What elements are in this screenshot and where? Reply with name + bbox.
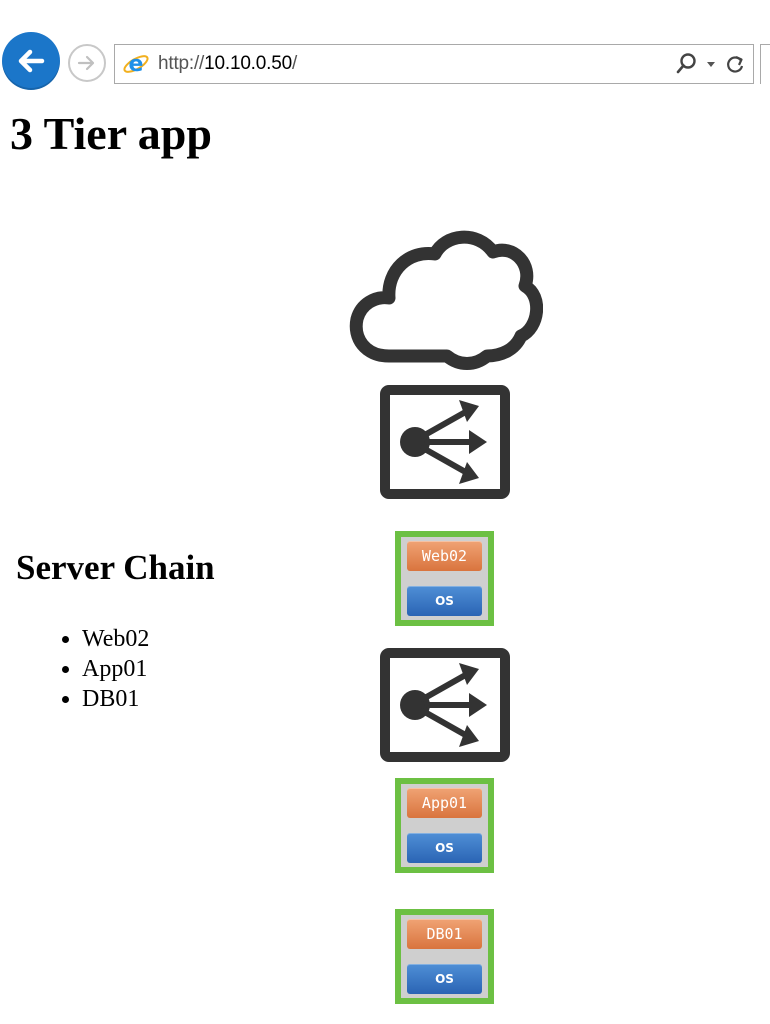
chevron-down-icon bbox=[707, 62, 715, 67]
url-path: / bbox=[291, 53, 298, 74]
url-scheme: http:// bbox=[158, 53, 205, 74]
list-item: Web02 bbox=[82, 624, 149, 654]
url-host: 10.10.0.50 bbox=[204, 53, 292, 74]
forward-button[interactable] bbox=[68, 44, 106, 82]
load-balancer-icon bbox=[380, 648, 510, 762]
vm-name-label: App01 bbox=[407, 788, 482, 818]
browser-toolbar: e http://10.10.0.50/ bbox=[0, 0, 770, 96]
vm-app01[interactable]: App01 OS bbox=[395, 778, 494, 873]
address-bar[interactable]: e http://10.10.0.50/ bbox=[114, 44, 754, 84]
list-item: App01 bbox=[82, 654, 149, 684]
search-button[interactable] bbox=[675, 52, 697, 76]
back-arrow-icon bbox=[18, 49, 45, 73]
cloud-icon bbox=[349, 230, 543, 370]
forward-arrow-icon bbox=[77, 55, 95, 71]
vm-inner: DB01 OS bbox=[401, 915, 488, 998]
list-item: DB01 bbox=[82, 684, 149, 714]
vm-inner: Web02 OS bbox=[401, 537, 488, 620]
search-icon bbox=[676, 53, 696, 74]
vm-name-label: Web02 bbox=[407, 541, 482, 571]
vm-web02[interactable]: Web02 OS bbox=[395, 531, 494, 626]
load-balancer-icon bbox=[380, 385, 510, 499]
vm-inner: App01 OS bbox=[401, 784, 488, 867]
internet-explorer-icon: e bbox=[123, 52, 149, 77]
server-chain-heading: Server Chain bbox=[16, 548, 215, 587]
refresh-button[interactable] bbox=[725, 53, 745, 75]
address-bar-controls bbox=[675, 52, 745, 76]
back-button[interactable] bbox=[2, 32, 60, 90]
search-dropdown[interactable] bbox=[705, 58, 717, 70]
vm-os-label: OS bbox=[407, 833, 482, 863]
svg-text:e: e bbox=[129, 52, 144, 77]
vm-name-label: DB01 bbox=[407, 919, 482, 949]
refresh-icon bbox=[727, 55, 744, 73]
vm-os-label: OS bbox=[407, 964, 482, 994]
vm-os-label: OS bbox=[407, 586, 482, 616]
page-title: 3 Tier app bbox=[10, 108, 212, 159]
server-chain-list: Web02 App01 DB01 bbox=[40, 624, 149, 714]
vm-db01[interactable]: DB01 OS bbox=[395, 909, 494, 1004]
url-text[interactable]: http://10.10.0.50/ bbox=[158, 53, 297, 75]
tab-edge[interactable] bbox=[760, 44, 770, 84]
